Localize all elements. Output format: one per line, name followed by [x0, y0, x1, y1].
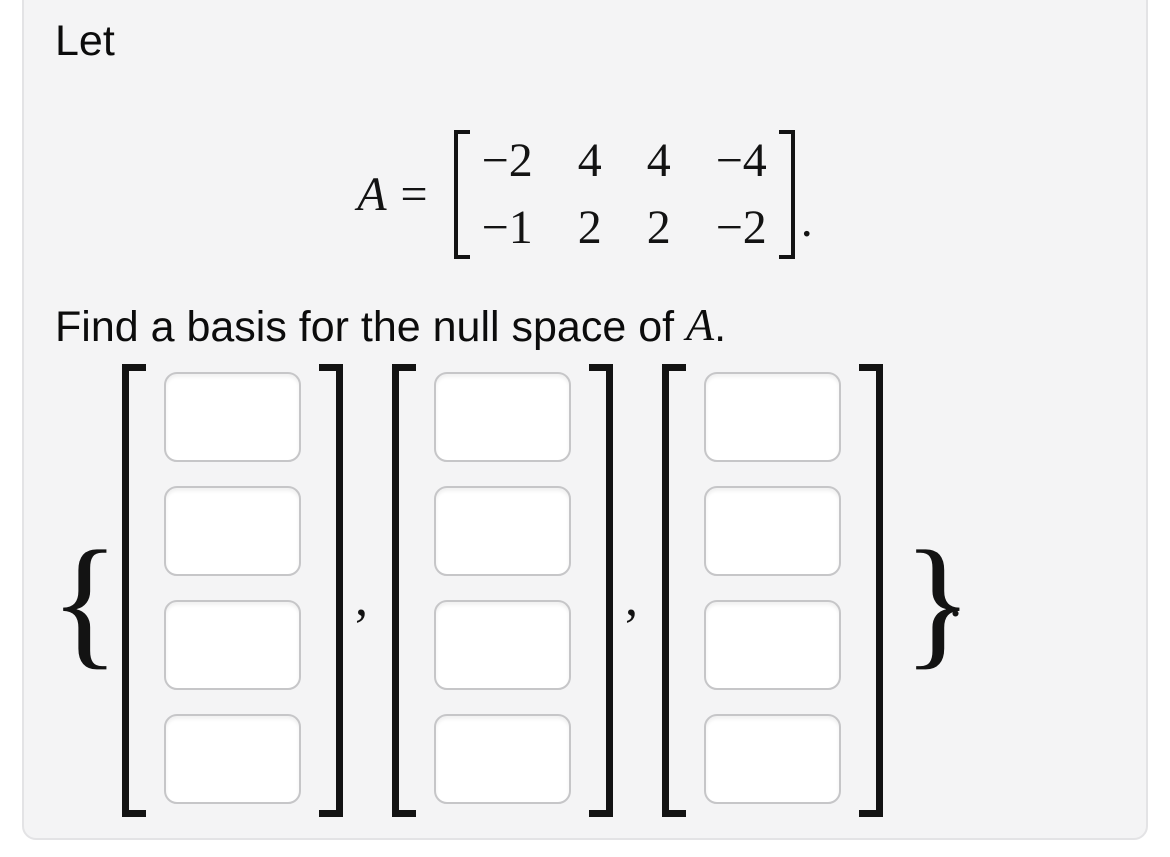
matrix-left-bracket [453, 130, 470, 259]
matrix-cell: −2 [481, 134, 533, 187]
vector-3-cells [704, 364, 841, 817]
matrix-cell: 4 [577, 134, 602, 187]
prompt-variable: A [686, 299, 715, 350]
prompt-prefix: Find a basis for the null space of [55, 303, 687, 351]
vector-1 [122, 364, 343, 817]
vector-3 [662, 364, 883, 817]
problem-card: Let A = −2 4 4 −4 −1 2 2 −2 . Find a bas… [22, 0, 1148, 840]
vector-separator-comma: , [625, 569, 638, 627]
vector-1-right-bracket [319, 364, 343, 817]
matrix-cell: 2 [577, 201, 602, 254]
vector-1-entry-4-input[interactable] [164, 714, 301, 804]
vector-2-cells [434, 364, 571, 817]
vector-1-entry-3-input[interactable] [164, 600, 301, 690]
equation-period: . [800, 194, 813, 247]
matrix-cell: 2 [646, 201, 671, 254]
vector-1-entry-1-input[interactable] [164, 372, 301, 462]
vector-1-left-bracket [122, 364, 146, 817]
vector-3-right-bracket [859, 364, 883, 817]
vector-separator-comma: , [355, 569, 368, 627]
set-open-brace: { [50, 521, 120, 682]
vector-3-entry-2-input[interactable] [704, 486, 841, 576]
matrix-grid: −2 4 4 −4 −1 2 2 −2 [470, 130, 779, 259]
vector-1-cells [164, 364, 301, 817]
vector-3-entry-1-input[interactable] [704, 372, 841, 462]
answer-area: { , [50, 364, 973, 817]
final-period: . [949, 570, 962, 628]
vector-3-entry-3-input[interactable] [704, 600, 841, 690]
vector-2-entry-3-input[interactable] [434, 600, 571, 690]
vector-2 [392, 364, 613, 817]
vector-2-left-bracket [392, 364, 416, 817]
matrix-right-bracket [778, 130, 795, 259]
matrix-cell: 4 [646, 134, 671, 187]
matrix-cell: −4 [715, 134, 767, 187]
matrix-variable: A [357, 168, 387, 221]
prompt-suffix: . [714, 303, 727, 351]
vector-2-entry-1-input[interactable] [434, 372, 571, 462]
matrix-cell: −1 [481, 201, 533, 254]
intro-text: Let [55, 17, 115, 65]
matrix-cell: −2 [715, 201, 767, 254]
prompt-text: Find a basis for the null space of A. [55, 297, 726, 355]
vector-2-right-bracket [589, 364, 613, 817]
vector-3-left-bracket [662, 364, 686, 817]
vector-2-entry-4-input[interactable] [434, 714, 571, 804]
vector-3-entry-4-input[interactable] [704, 714, 841, 804]
vector-2-entry-2-input[interactable] [434, 486, 571, 576]
matrix-equation: A = −2 4 4 −4 −1 2 2 −2 . [24, 130, 1146, 259]
equals-sign: = [400, 168, 428, 221]
set-close-brace: } [903, 521, 973, 682]
vector-1-entry-2-input[interactable] [164, 486, 301, 576]
